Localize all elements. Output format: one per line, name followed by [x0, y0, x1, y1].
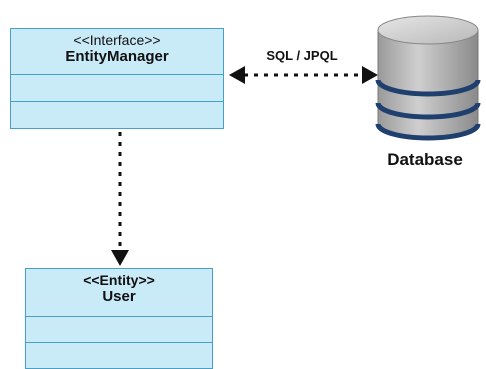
user-stereotype: <<Entity>> — [83, 272, 155, 288]
sql-jpql-label: SQL / JPQL — [266, 48, 338, 63]
right-arrowhead — [362, 66, 378, 84]
entity-manager-methods — [11, 102, 223, 127]
entity-manager-class: <<Interface>> EntityManager — [10, 28, 224, 129]
entity-manager-header: <<Interface>> EntityManager — [11, 29, 223, 75]
database-icon — [375, 15, 481, 141]
user-entity-class: <<Entity>> User — [25, 268, 213, 369]
entity-manager-name: EntityManager — [65, 48, 169, 65]
user-attributes — [26, 317, 212, 343]
user-name: User — [102, 288, 136, 305]
user-header: <<Entity>> User — [26, 269, 212, 317]
entity-manager-stereotype: <<Interface>> — [73, 32, 161, 48]
entity-manager-attributes — [11, 75, 223, 102]
user-methods — [26, 343, 212, 368]
left-arrowhead — [229, 66, 245, 84]
database-label: Database — [387, 150, 463, 169]
dependency-arrowhead — [111, 250, 129, 266]
